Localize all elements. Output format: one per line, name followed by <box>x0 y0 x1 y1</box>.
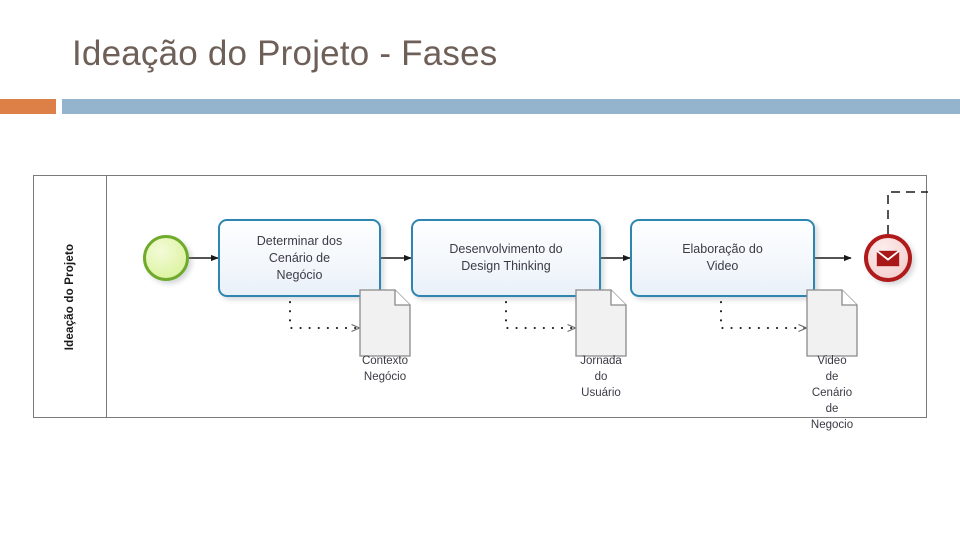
association-task1-to-doc1 <box>288 291 359 328</box>
association-task2-to-doc2 <box>504 291 575 328</box>
title-rule-bar <box>62 99 960 114</box>
data-object-jornada-do-usuario[interactable]: Jornada do Usuário <box>575 289 627 399</box>
message-flow-out <box>887 191 928 234</box>
data-object-label: Contexto Negócio <box>361 355 409 383</box>
data-object-label: Video de Cenário de Negocio <box>810 355 854 431</box>
page-title: Ideação do Projeto - Fases <box>72 34 498 73</box>
document-icon <box>806 289 858 357</box>
bpmn-diagram: Ideação do Projeto <box>33 175 928 431</box>
document-icon <box>359 289 411 357</box>
start-event[interactable] <box>143 235 189 281</box>
title-accent-bar <box>0 99 56 114</box>
pool-label: Ideação do Projeto <box>64 243 77 350</box>
data-object-video-cenario-negocio[interactable]: Video de Cenário de Negocio <box>806 289 858 431</box>
task-elaboracao-do-video[interactable]: Elaboração do Video <box>630 219 815 297</box>
envelope-icon <box>876 249 900 266</box>
task-label: Desenvolvimento do Design Thinking <box>449 242 563 273</box>
data-object-label: Jornada do Usuário <box>580 355 622 399</box>
task-determinar-cenario-de-negocio[interactable]: Determinar dos Cenário de Negócio <box>218 219 381 297</box>
pool-header: Ideação do Projeto <box>34 176 107 417</box>
task-desenvolvimento-design-thinking[interactable]: Desenvolvimento do Design Thinking <box>411 219 601 297</box>
task-label: Determinar dos Cenário de Negócio <box>256 233 343 282</box>
data-object-contexto-negocio[interactable]: Contexto Negócio <box>359 289 411 383</box>
document-icon <box>575 289 627 357</box>
pool-canvas: Determinar dos Cenário de Negócio Desenv… <box>107 176 928 431</box>
task-label: Elaboração do Video <box>682 242 763 273</box>
association-task3-to-doc3 <box>719 291 806 328</box>
end-message-event[interactable] <box>864 234 912 282</box>
bpmn-connector-layer <box>189 191 928 417</box>
